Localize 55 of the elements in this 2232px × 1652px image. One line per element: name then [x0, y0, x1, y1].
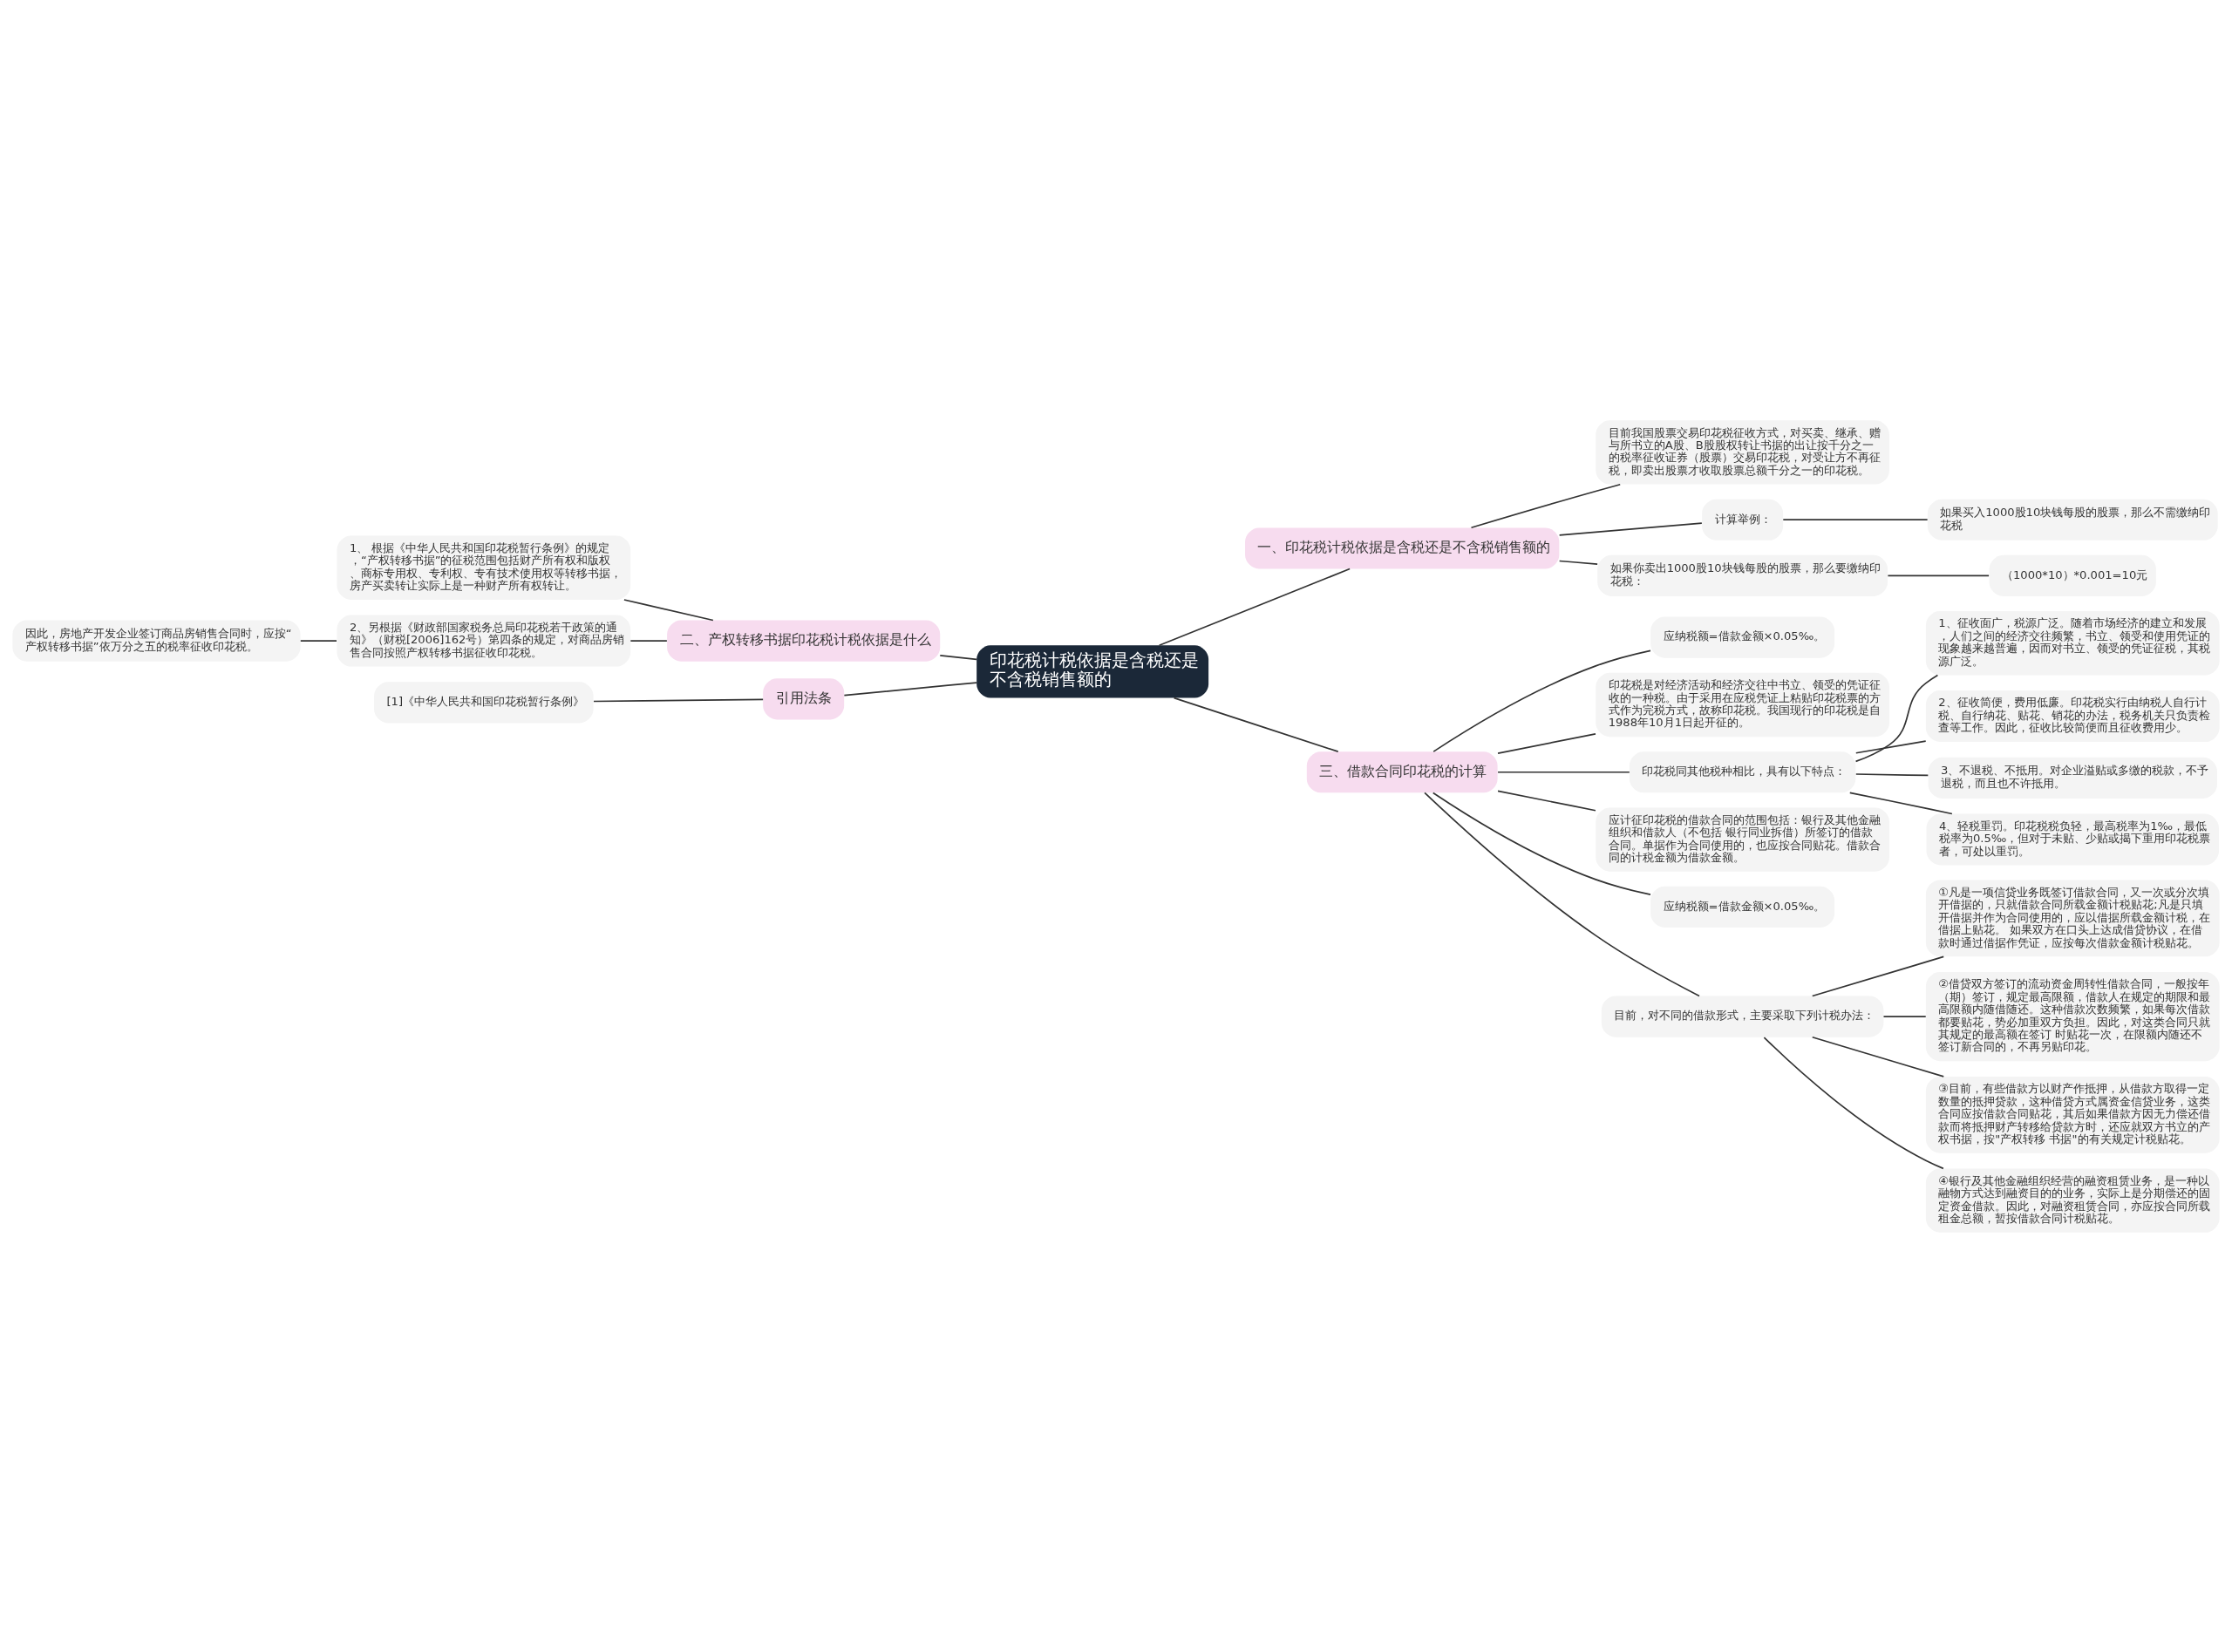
node-box: 4、轻税重罚。印花税税负轻，最高税率为1‰，最低税率为0.5‰，但对于未贴、少贴或揭下重用印花税票者，可处以重罚。	[1926, 813, 2219, 866]
node-box: 计算举例：	[1702, 499, 1784, 540]
node-box: ②借贷双方签订的流动资金周转性借款合同，一般按年（期）签订，规定最高限额，借款人在规定的期限和最高限额内随借随还。这种借款次数频繁，如果每次借款都要贴花，势必加重双方负担。因此，对这类合同只就其规定的最高额在签订 时贴花一次，在限额内随还不签订新合同的，不再另贴印花。	[1925, 971, 2220, 1061]
connector	[1558, 521, 1703, 536]
connector	[1811, 955, 1945, 996]
connector	[843, 681, 977, 696]
node-box: 二、产权转移书据印花税计税依据是什么	[667, 620, 941, 662]
connector	[1854, 674, 1939, 762]
connector	[1497, 790, 1596, 812]
node-box: 3、不退税、不抵用。对企业溢贴或多缴的税款，不予退税，而且也不许抵用。	[1928, 757, 2217, 799]
node-box: 1、 根据《中华人民共和国印花税暂行条例》的规定，“产权转移书据”的征税范围包括财产所有权和版权、商标专用权、专利权、专有技术使用权等转移书据，房产买卖转让实际上是一种财产所有权转让。	[337, 535, 631, 600]
connector	[1158, 568, 1351, 646]
node-box: 印花税是对经济活动和经济交往中书立、领受的凭证征收的一种税。由于采用在应税凭证上粘贴印花税票的方式作为完税方式，故称印花税。我国现行的印花税是自1988年10月1日起开征的。	[1596, 672, 1889, 737]
connector	[1782, 518, 1929, 520]
node-box: 应计征印花税的借款合同的范围包括：银行及其他金融组织和借款人（不包括 银行同业拆借）所签订的借款合同。单据作为合同使用的，也应按合同贴花。借款合同的计税金额为借款金额。	[1596, 806, 1889, 872]
connector	[1811, 1036, 1945, 1078]
connector	[1558, 560, 1598, 565]
connector	[1432, 792, 1651, 895]
node-box: 如果你卖出1000股10块钱每股的股票，那么要缴纳印花税：	[1597, 554, 1888, 596]
node-box: 目前我国股票交易印花税征收方式，对买卖、继承、赠与所书立的A股、B股股权转让书据的出让按千分之一的税率征收证券（股票）交易印花税，对受让方不再征税，即卖出股票才收取股票总额千分之一的印花税。	[1596, 419, 1889, 485]
node-box: ③目前，有些借款方以财产作抵押，从借款方取得一定数量的抵押贷款，这种借贷方式属资金信贷业务，这类合同应按借款合同贴花，其后如果借款方因无力偿还借款而将抵押财产转移给贷款方时，还应就双方书立的产权书据，按"产权转移 书据"的有关规定计税贴花。	[1925, 1076, 2220, 1153]
node-box: 三、借款合同印花税的计算	[1306, 751, 1498, 792]
connector	[1854, 739, 1927, 754]
connector	[1432, 649, 1651, 752]
connector	[299, 639, 337, 642]
node-box: 应纳税额=借款金额×0.05‰。	[1650, 886, 1835, 928]
node-box: [1]《中华人民共和国印花税暂行条例》	[374, 681, 594, 723]
node-box: 因此，房地产开发企业签订商品房销售合同时，应按“产权转移书据”依万分之五的税率征收印花税。	[12, 620, 301, 662]
node-box: 一、印花税计税依据是含税还是不含税销售额的	[1245, 527, 1560, 569]
connector	[1887, 574, 1990, 576]
node-box: 1、征收面广，税源广泛。随着市场经济的建立和发展，人们之间的经济交往频繁，书立、领受和使用凭证的现象越来越普遍，因而对书立、领受的凭证征税，其税源广泛。	[1925, 610, 2220, 675]
connector	[1497, 771, 1630, 773]
connector	[1763, 1036, 1944, 1169]
node-box: 应纳税额=借款金额×0.05‰。	[1650, 616, 1835, 658]
connector	[1848, 792, 1953, 814]
node-box: 印花税计税依据是含税还是不含税销售额的	[976, 644, 1209, 698]
node-box: （1000*10）*0.001=10元	[1989, 554, 2156, 596]
node-box: ①凡是一项信贷业务既签订借款合同，又一次或分次填开借据的，只就借款合同所载金额计税贴花;凡是只填开借据并作为合同使用的，应以借据所载金额计税，在借据上贴花。 如果双方在口头上达成借贷协议，在借款时通过借据作凭证，应按每次借款金额计税贴花。	[1925, 880, 2220, 956]
connector	[1497, 732, 1596, 754]
connector	[1424, 792, 1700, 996]
connector	[623, 598, 714, 621]
node-box: 如果买入1000股10块钱每股的股票，那么不需缴纳印花税	[1927, 499, 2218, 540]
connector	[1173, 697, 1339, 752]
node-box: 2、另根据《财政部国家税务总局印花税若干政策的通知》（财税[2006]162号）第四条的规定，对商品房销售合同按照产权转移书据征收印花税。	[337, 615, 631, 667]
connector	[1470, 483, 1622, 528]
node-box: 引用法条	[763, 677, 845, 719]
connector	[939, 654, 977, 660]
node-box: 2、征收简便，费用低廉。印花税实行由纳税人自行计税、自行纳花、贴花、销花的办法，税务机关只负责检查等工作。因此，征收比较简便而且征收费用少。	[1925, 690, 2220, 742]
connector	[1882, 1015, 1927, 1017]
node-box: ④银行及其他金融组织经营的融资租赁业务，是一种以融物方式达到融资目的的业务，实际上是分期偿还的固定资金借款。因此，对融资租赁合同，亦应按合同所载租金总额，暂按借款合同计税贴花。	[1925, 1167, 2220, 1233]
connector	[629, 639, 668, 642]
connector	[1854, 772, 1929, 776]
node-box: 印花税同其他税种相比，具有以下特点：	[1629, 751, 1856, 792]
connector	[593, 698, 764, 702]
node-box: 目前，对不同的借款形式，主要采取下列计税办法：	[1601, 996, 1884, 1037]
